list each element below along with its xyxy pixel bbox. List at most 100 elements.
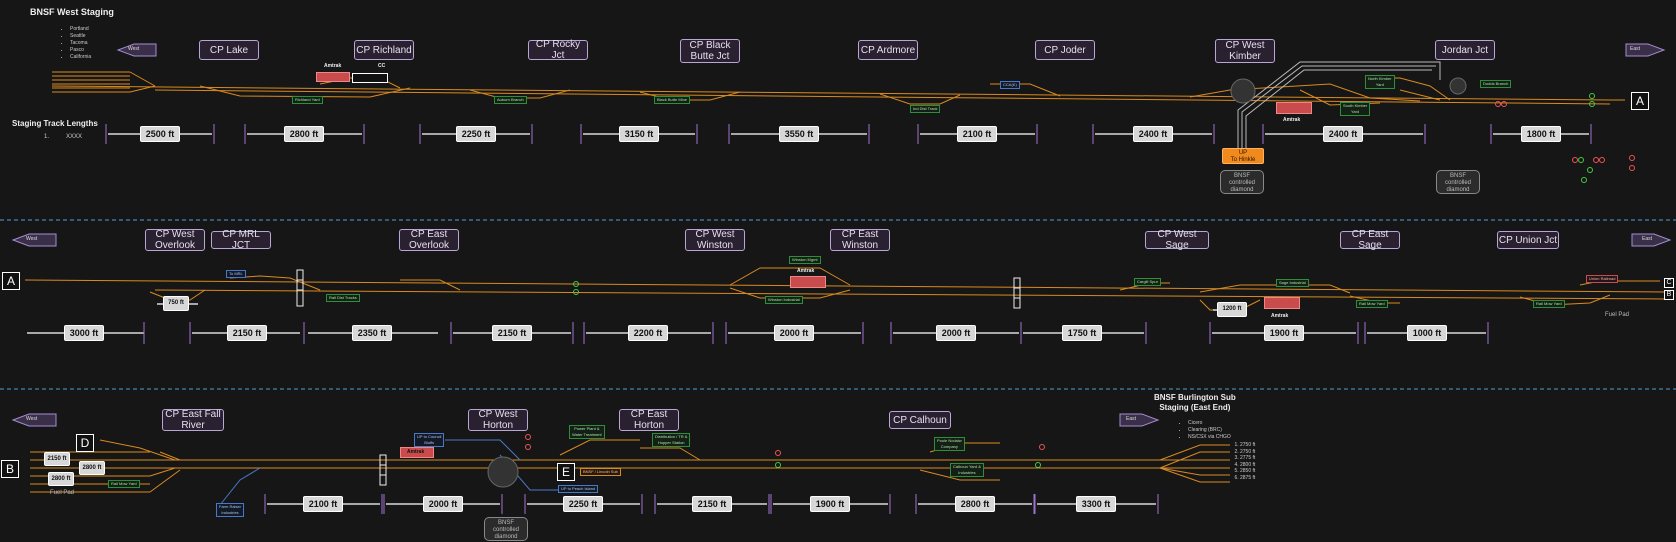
yard-label[interactable]: Farm Raiser Industries	[216, 503, 245, 517]
length-label: 1900 ft	[810, 496, 850, 512]
cp-joder[interactable]: CP Joder	[1035, 40, 1095, 60]
cp-west-horton[interactable]: CP West Horton	[468, 409, 528, 431]
yard-label[interactable]: Union Railroad	[1586, 275, 1619, 283]
amtrak-train-icon	[1276, 102, 1312, 114]
yard-label[interactable]: UP to Council Bluffs	[414, 433, 445, 447]
cp-east-sage[interactable]: CP East Sage	[1340, 229, 1400, 251]
cp-ardmore[interactable]: CP Ardmore	[858, 40, 918, 60]
west-arrow-label[interactable]: West	[128, 46, 140, 52]
yard-label[interactable]: Winston Industrial	[765, 296, 803, 304]
fuel-pad-label: Fuel Pad	[50, 490, 75, 496]
yard-label[interactable]: Winston Mgmt	[789, 256, 821, 264]
length-label: 2100 ft	[303, 496, 343, 512]
cp-east-horton[interactable]: CP East Horton	[619, 409, 679, 431]
destination-item: Cicero	[1188, 420, 1231, 427]
cp-east-winston[interactable]: CP East Winston	[830, 229, 890, 251]
cp-lake[interactable]: CP Lake	[199, 40, 259, 60]
cp-east-overlook[interactable]: CP East Overlook	[399, 229, 459, 251]
cp-black-butte-jct[interactable]: CP Black Butte Jct	[680, 39, 740, 63]
jordan-jct[interactable]: Jordan Jct	[1435, 40, 1495, 60]
length-label: 2150 ft	[227, 325, 267, 341]
yard-label[interactable]: To MRL	[226, 270, 246, 278]
staging-length: 2800 ft	[79, 461, 105, 475]
cp-east-fall-river[interactable]: CP East Fall River	[162, 409, 224, 431]
track-length-item: 2800 ft	[1240, 462, 1255, 469]
length-label: 2000 ft	[774, 325, 814, 341]
amtrak-label: Amtrak	[324, 63, 342, 69]
destination-item: Tacoma	[70, 40, 91, 47]
length-label: 2000 ft	[936, 325, 976, 341]
amtrak-label: Amtrak	[1283, 117, 1301, 123]
staging-lengths-item: XXXX	[66, 134, 83, 140]
track-length-item: 2850 ft	[1240, 468, 1255, 475]
yard-label[interactable]: Poule Nodaiw Company	[934, 437, 965, 451]
bottom-tracks	[30, 439, 1230, 493]
yard-label[interactable]: Dodds Branch	[1480, 80, 1512, 88]
yard-label[interactable]: Auburn Branch	[494, 96, 527, 104]
amtrak-label: Amtrak	[797, 268, 815, 274]
yard-label[interactable]: UP to Peach Island	[558, 485, 599, 493]
yard-label[interactable]: Black Butte Mine	[654, 96, 691, 104]
bnsf-diamond-note: BNSF controlled diamond	[484, 517, 528, 541]
east-arrow-label[interactable]: East	[1126, 416, 1137, 422]
amtrak-label: Amtrak	[407, 449, 425, 455]
connector-a[interactable]: A	[2, 272, 20, 290]
yard-label[interactable]: Rail Mow Yard	[1533, 300, 1565, 308]
yard-label[interactable]: CCA(K)	[1000, 81, 1020, 89]
west-arrow-label[interactable]: West	[26, 236, 38, 242]
yard-label[interactable]: Distribution / TR & Hopper Station	[652, 433, 691, 447]
connector-b[interactable]: B	[1664, 290, 1674, 300]
connector-e[interactable]: E	[557, 463, 575, 481]
yard-label[interactable]: Richland Yard	[292, 96, 323, 104]
track-length-item: 2750 ft	[1240, 442, 1255, 449]
yard-label[interactable]: BNSF / Lincoln Sub	[580, 468, 621, 476]
length-label: 2000 ft	[423, 496, 463, 512]
length-label: 3300 ft	[1076, 496, 1116, 512]
amtrak-train-icon	[1264, 297, 1300, 309]
cp-west-sage[interactable]: CP West Sage	[1145, 229, 1209, 251]
destination-item: California	[70, 54, 91, 61]
yard-label[interactable]: Rail Dist Tracks	[326, 294, 360, 302]
length-label: 1800 ft	[1521, 126, 1561, 142]
yard-label[interactable]: Rail Mow Yard	[108, 480, 140, 488]
destination-item: Clearing (BRC)	[1188, 427, 1231, 434]
east-arrow-label[interactable]: East	[1630, 46, 1641, 52]
yard-label[interactable]: Sage Industrial	[1276, 279, 1309, 287]
yard-label[interactable]: North Kimber Yard	[1365, 75, 1395, 89]
connector-c[interactable]: C	[1664, 278, 1674, 288]
yard-label[interactable]: Cargill Spur	[1134, 278, 1161, 286]
cp-richland[interactable]: CP Richland	[354, 40, 414, 60]
yard-label[interactable]: South Kimber Yard	[1340, 102, 1371, 116]
cp-calhoun[interactable]: CP Calhoun	[889, 411, 951, 429]
yard-label[interactable]: Rail Mow Yard	[1356, 300, 1388, 308]
destination-item: Seattle	[70, 33, 91, 40]
track-length-item: 2750 ft	[1240, 449, 1255, 456]
length-label: 2400 ft	[1133, 126, 1173, 142]
connector-d[interactable]: D	[76, 434, 94, 452]
west-arrow-label[interactable]: West	[26, 416, 38, 422]
cp-rocky-jct[interactable]: CP Rocky Jct	[528, 39, 588, 61]
connector-b[interactable]: B	[1, 460, 19, 478]
yard-label[interactable]: Calhoun Yard & Industries	[950, 463, 984, 477]
connector-a[interactable]: A	[1631, 92, 1649, 110]
destination-item: Pasco	[70, 47, 91, 54]
cp-west-kimber[interactable]: CP West Kimber	[1215, 39, 1275, 63]
length-label: 2500 ft	[140, 126, 180, 142]
top-ticks	[105, 124, 1592, 144]
yard-label[interactable]: Ind Dist Track	[910, 105, 941, 113]
cp-union-jct[interactable]: CP Union Jct	[1497, 231, 1559, 249]
cp-west-overlook[interactable]: CP West Overlook	[145, 229, 205, 251]
amtrak-train-icon	[316, 72, 350, 82]
staging-track-lengths: 2750 ft 2750 ft 2775 ft 2800 ft 2850 ft …	[1228, 442, 1255, 481]
east-arrow-label[interactable]: East	[1642, 236, 1653, 242]
cp-west-winston[interactable]: CP West Winston	[685, 229, 745, 251]
length-label: 2150 ft	[692, 496, 732, 512]
length-label: 2250 ft	[456, 126, 496, 142]
destination-item: Portland	[70, 26, 91, 33]
track-length-item: 2775 ft	[1240, 455, 1255, 462]
up-to-hinkle[interactable]: UP To Hinkle	[1222, 148, 1264, 164]
yard-label[interactable]: Power Plant & Water Treatment	[569, 425, 605, 439]
staging-length: 2150 ft	[44, 452, 70, 466]
cp-mrl-jct[interactable]: CP MRL JCT	[211, 229, 271, 251]
